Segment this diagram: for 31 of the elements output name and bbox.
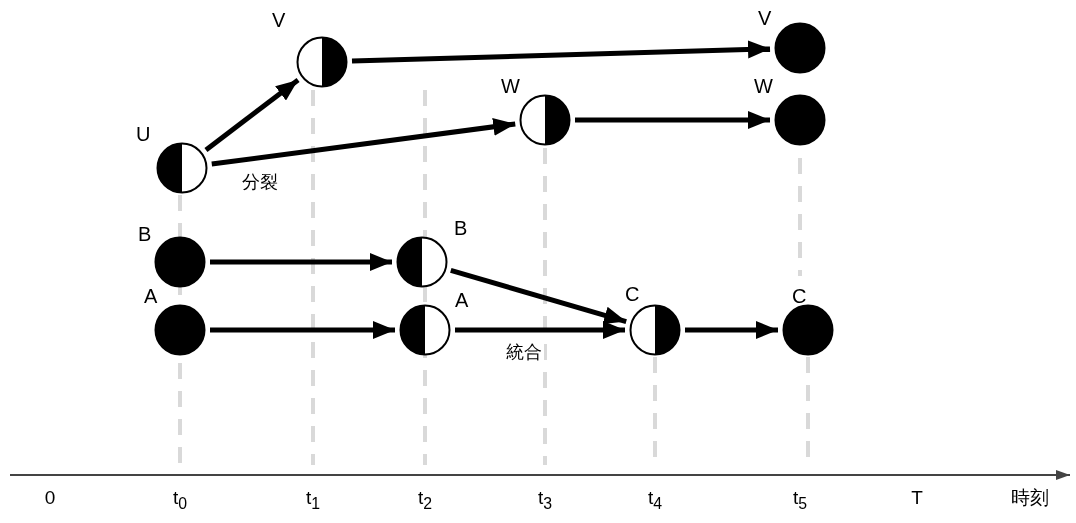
tick-label: t$_{3}$ (537, 488, 553, 514)
edge-label: 統合 (504, 342, 544, 362)
tick-label: t$_{0}$ (172, 488, 188, 514)
tick-label: 0 (44, 488, 56, 508)
node-letter: V (272, 10, 286, 30)
tick-label: t$_{2}$ (417, 488, 433, 514)
node-letter: C (625, 284, 640, 304)
arrow (455, 321, 625, 339)
arrow (685, 321, 778, 339)
arrow (204, 78, 300, 152)
arrow (351, 40, 771, 64)
tick-label: t$_{5}$ (792, 488, 808, 514)
arrow (210, 321, 395, 339)
node-letter: A (455, 290, 469, 310)
node-letter: W (501, 76, 520, 96)
node-letter: C (792, 286, 807, 306)
axis-title: 時刻 (1011, 488, 1049, 508)
node-letter: V (758, 8, 772, 28)
edge-label: 分裂 (240, 172, 280, 192)
node-letter: W (754, 76, 773, 96)
arrow (211, 117, 516, 167)
node-letter: A (144, 286, 158, 306)
tick-label: t$_{4}$ (647, 488, 663, 514)
tick-label: t$_{1}$ (305, 488, 321, 514)
node-letter: B (138, 224, 152, 244)
tick-label: T (911, 488, 923, 508)
arrow (450, 268, 627, 325)
arrow (575, 111, 770, 129)
node-letter: B (454, 218, 468, 238)
node-letter: U (136, 124, 151, 144)
arrow (210, 253, 392, 271)
